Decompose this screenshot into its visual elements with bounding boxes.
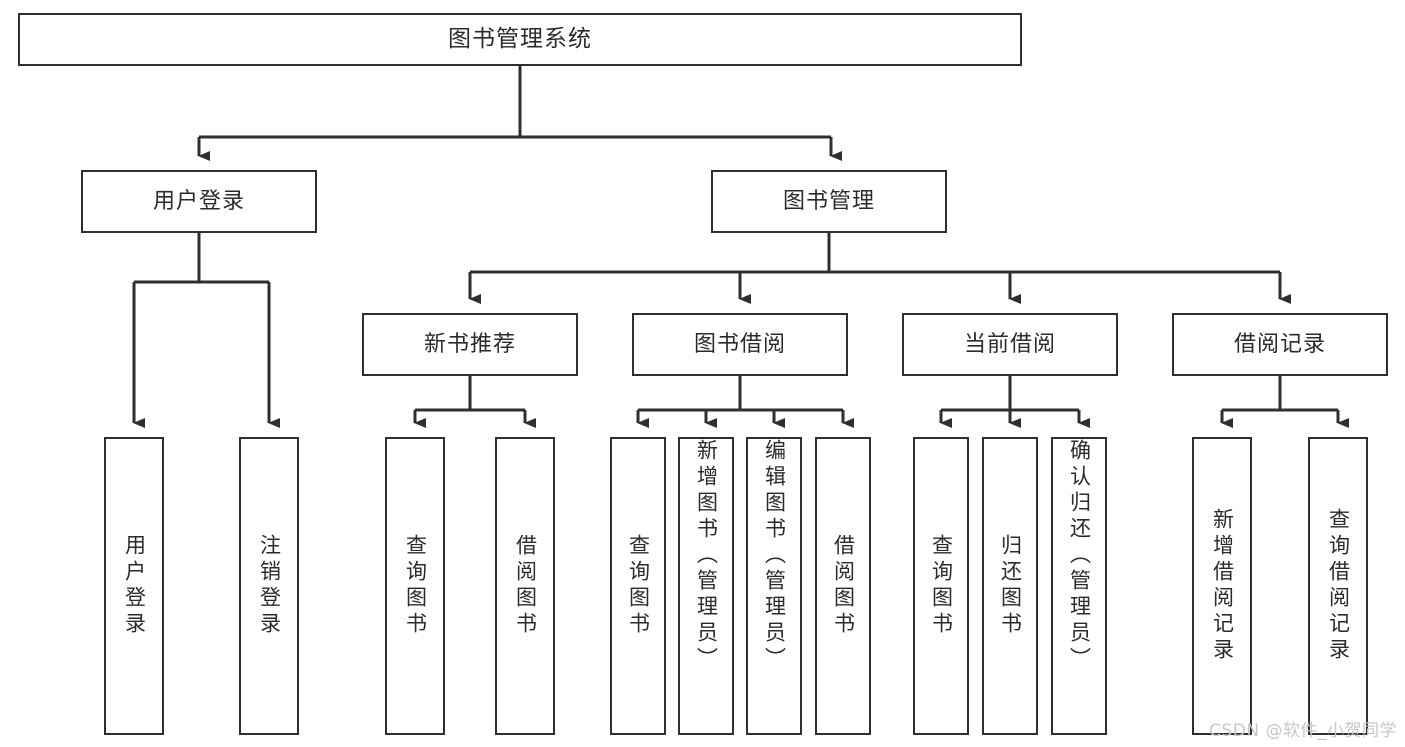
leaf-bb-edit-book[interactable]: 编辑图书（管理员） bbox=[746, 437, 802, 735]
node-label: 注销登录 bbox=[257, 534, 282, 638]
node-label: 借阅图书 bbox=[831, 534, 856, 638]
node-label: 新增图书（管理员） bbox=[694, 439, 719, 673]
node-root-system[interactable]: 图书管理系统 bbox=[18, 13, 1022, 66]
node-label: 图书管理系统 bbox=[448, 25, 592, 52]
node-label: 新增借阅记录 bbox=[1210, 508, 1235, 664]
node-current-borrow[interactable]: 当前借阅 bbox=[902, 313, 1118, 376]
node-label: 确认归还（管理员） bbox=[1067, 439, 1092, 673]
node-label: 查询图书 bbox=[929, 534, 954, 638]
leaf-cb-return-book[interactable]: 归还图书 bbox=[982, 437, 1038, 735]
leaf-cb-confirm-return[interactable]: 确认归还（管理员） bbox=[1051, 437, 1107, 735]
leaf-logout[interactable]: 注销登录 bbox=[239, 437, 299, 735]
leaf-br-query-record[interactable]: 查询借阅记录 bbox=[1308, 437, 1368, 735]
leaf-br-add-record[interactable]: 新增借阅记录 bbox=[1192, 437, 1252, 735]
node-label: 归还图书 bbox=[998, 534, 1023, 638]
node-label: 用户登录 bbox=[122, 534, 147, 638]
node-label: 新书推荐 bbox=[423, 331, 516, 357]
node-label: 查询图书 bbox=[403, 534, 428, 638]
leaf-user-login[interactable]: 用户登录 bbox=[104, 437, 164, 735]
node-label: 图书借阅 bbox=[693, 331, 786, 357]
node-label: 编辑图书（管理员） bbox=[762, 439, 787, 673]
node-label: 借阅图书 bbox=[513, 534, 538, 638]
leaf-bb-add-book[interactable]: 新增图书（管理员） bbox=[678, 437, 734, 735]
leaf-bb-query-book[interactable]: 查询图书 bbox=[610, 437, 666, 735]
node-label: 图书管理 bbox=[782, 188, 875, 214]
leaf-bb-borrow-book[interactable]: 借阅图书 bbox=[815, 437, 871, 735]
leaf-nb-borrow-book[interactable]: 借阅图书 bbox=[495, 437, 555, 735]
node-label: 借阅记录 bbox=[1233, 331, 1326, 357]
node-user-login[interactable]: 用户登录 bbox=[81, 170, 317, 233]
csdn-watermark: CSDN @软件_小贺同学 bbox=[1209, 721, 1397, 741]
node-book-borrow[interactable]: 图书借阅 bbox=[632, 313, 848, 376]
node-new-book-recommend[interactable]: 新书推荐 bbox=[362, 313, 578, 376]
node-book-management[interactable]: 图书管理 bbox=[711, 170, 947, 233]
leaf-nb-query-book[interactable]: 查询图书 bbox=[385, 437, 445, 735]
node-label: 用户登录 bbox=[152, 188, 245, 214]
node-label: 查询图书 bbox=[626, 534, 651, 638]
node-label: 当前借阅 bbox=[963, 331, 1056, 357]
node-borrow-record[interactable]: 借阅记录 bbox=[1172, 313, 1388, 376]
leaf-cb-query-book[interactable]: 查询图书 bbox=[913, 437, 969, 735]
node-label: 查询借阅记录 bbox=[1326, 508, 1351, 664]
